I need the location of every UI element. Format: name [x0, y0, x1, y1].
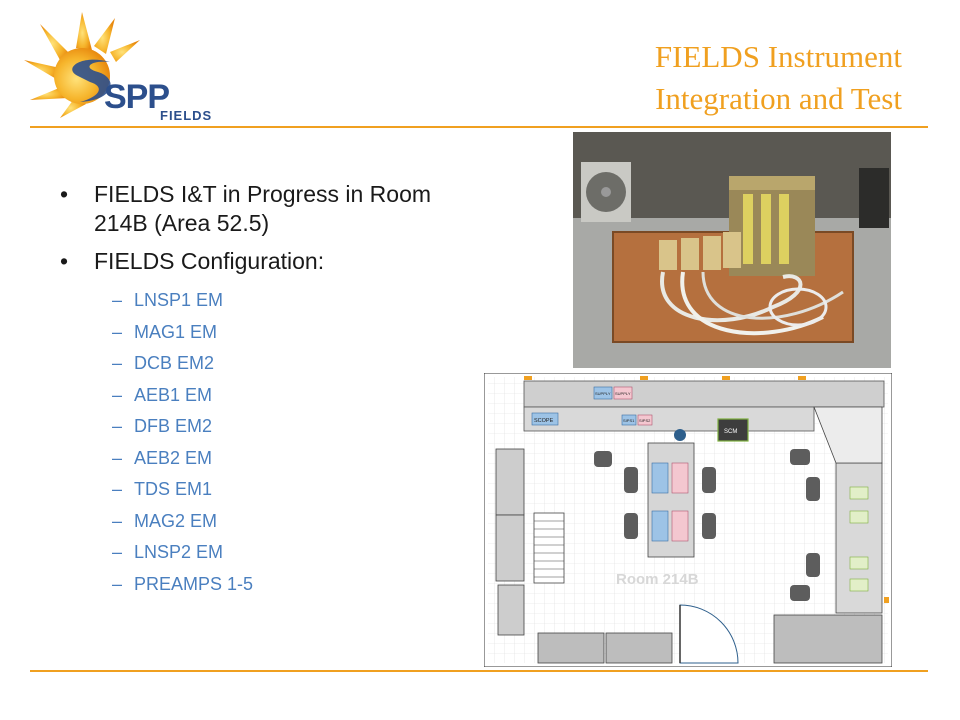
list-item: –LNSP1 EM	[112, 290, 224, 310]
logo-main-text: SPP	[104, 78, 169, 116]
bullet-dot-icon: •	[60, 248, 69, 274]
bullet-text: FIELDS I&T in Progress in Room 214B (Are…	[94, 181, 432, 236]
sips1-label: SIPS1	[623, 418, 635, 423]
bullet-text: FIELDS Configuration:	[94, 248, 325, 274]
list-item: –LNSP2 EM	[112, 542, 224, 562]
sun-logo-icon: SPP FIELDS	[24, 12, 212, 123]
sips2-label: SIPS2	[639, 418, 651, 423]
bullet-list: • FIELDS I&T in Progress in Room 214B (A…	[60, 180, 480, 600]
configuration-list: –LNSP1 EM –MAG1 EM –DCB EM2 –AEB1 EM –DF…	[112, 285, 480, 600]
bullet-item: • FIELDS Configuration:	[60, 247, 480, 276]
list-item: –AEB2 EM	[112, 447, 213, 468]
title-line-2: Integration and Test	[655, 81, 902, 116]
list-item: –MAG1 EM	[112, 321, 218, 342]
list-item: –PREAMPS 1-5	[112, 573, 254, 594]
bullet-item: • FIELDS I&T in Progress in Room 214B (A…	[60, 180, 480, 238]
header-divider	[30, 126, 928, 128]
logo-sub-text: FIELDS	[160, 108, 212, 123]
list-item: –AEB1 EM	[112, 384, 213, 405]
supply-label: SUPPLY	[615, 391, 631, 396]
room-label: Room 214B	[616, 571, 699, 588]
footer-divider	[30, 670, 928, 672]
lab-photo	[573, 132, 891, 368]
list-item: –DCB EM2	[112, 353, 215, 373]
list-item: –MAG2 EM	[112, 510, 218, 531]
bullet-dot-icon: •	[60, 181, 69, 207]
list-item: –TDS EM1	[112, 479, 213, 499]
spp-fields-logo: SPP FIELDS	[20, 10, 220, 125]
list-item: –DFB EM2	[112, 416, 213, 436]
title-line-1: FIELDS Instrument	[654, 39, 902, 74]
slide-title: FIELDS Instrument Integration and Test	[655, 36, 902, 120]
scm-label: SCM	[724, 429, 737, 435]
room-floor-plan: SCOPE SUPPLY SUPPLY SIPS1 SIPS2 SCM	[483, 372, 893, 668]
scope-label: SCOPE	[534, 418, 554, 424]
supply-label: SUPPLY	[595, 391, 611, 396]
